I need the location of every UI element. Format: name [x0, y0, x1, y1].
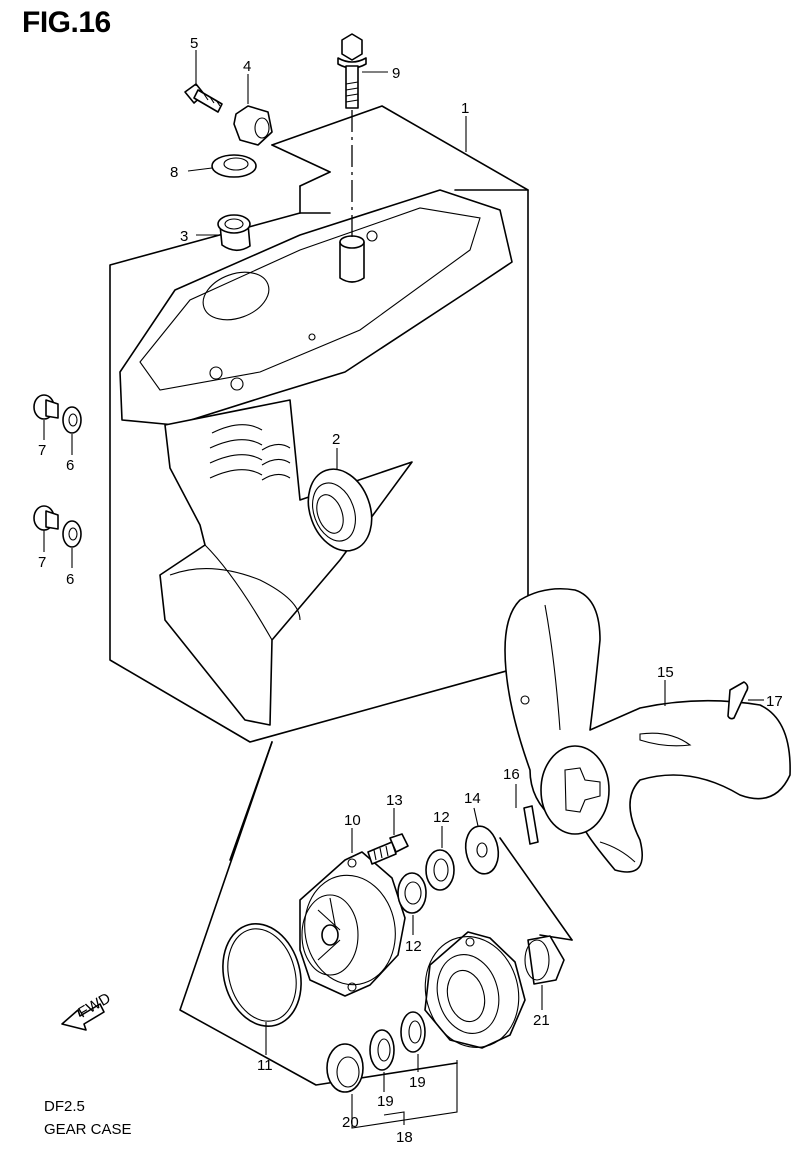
lower-gear-housing-part-18	[424, 931, 526, 1049]
collar-part-4	[233, 105, 273, 146]
lower-assembly-guide-lines	[179, 741, 573, 1086]
screw-part-7-lower	[33, 505, 59, 531]
callout-3: 3	[180, 228, 188, 245]
callout-18: 18	[396, 1129, 413, 1146]
bolt-part-13	[367, 833, 409, 865]
fwd-arrow-icon: FWD	[61, 990, 114, 1031]
bushing-part-3	[217, 214, 251, 252]
cotter-pin-part-17	[727, 681, 749, 720]
callout-21: 21	[533, 1012, 550, 1029]
screw-part-7-upper	[33, 394, 59, 420]
washer-part-14	[464, 825, 500, 875]
callout-6-upper: 6	[66, 457, 74, 474]
seal-part-19-right	[400, 1011, 426, 1053]
model-caption: DF2.5	[44, 1098, 85, 1115]
callout-12-lower: 12	[405, 938, 422, 955]
figure-title: FIG.16	[22, 6, 111, 39]
bearing-holder-part-10	[299, 851, 406, 997]
bearing-part-2	[307, 468, 373, 552]
callout-11: 11	[257, 1057, 273, 1074]
callout-2: 2	[332, 431, 340, 448]
bolt-part-5	[184, 83, 223, 113]
callout-8: 8	[170, 164, 178, 181]
leader-lines	[43, 50, 764, 1129]
washer-part-6-lower	[62, 520, 82, 548]
diagram-caption: GEAR CASE	[44, 1121, 132, 1138]
bolt-part-9	[337, 33, 367, 238]
callout-5: 5	[190, 35, 198, 52]
callout-17: 17	[766, 693, 783, 710]
callout-12-upper: 12	[433, 809, 450, 826]
callout-10: 10	[344, 812, 361, 829]
callout-16: 16	[503, 766, 520, 783]
callout-19-right: 19	[409, 1074, 426, 1091]
callout-9: 9	[392, 65, 400, 82]
propeller-part-15	[504, 587, 791, 873]
callout-4: 4	[243, 58, 251, 75]
callout-20: 20	[342, 1114, 359, 1131]
callout-6-lower: 6	[66, 571, 74, 588]
callout-1: 1	[461, 100, 469, 117]
callout-labels: 5 4 9 1 8 3 2 7 6 7 6 15 17 16 14 13 12 …	[38, 35, 783, 1146]
gear-case-housing	[119, 189, 513, 726]
callout-14: 14	[464, 790, 481, 807]
washer-part-6-upper	[62, 406, 82, 434]
seal-part-12-upper	[425, 849, 455, 891]
callout-7-upper: 7	[38, 442, 46, 459]
seal-part-12-lower	[397, 872, 427, 914]
o-ring-part-11	[222, 923, 302, 1027]
callout-13: 13	[386, 792, 403, 809]
callout-7-lower: 7	[38, 554, 46, 571]
seal-part-19-left	[369, 1029, 395, 1071]
seal-part-8	[211, 154, 257, 178]
pin-part-16	[523, 805, 539, 845]
collar-part-21	[524, 935, 565, 985]
gear-case-outline-box	[109, 105, 529, 743]
callout-19-left: 19	[377, 1093, 394, 1110]
bearing-part-20	[326, 1043, 364, 1093]
callout-15: 15	[657, 664, 674, 681]
